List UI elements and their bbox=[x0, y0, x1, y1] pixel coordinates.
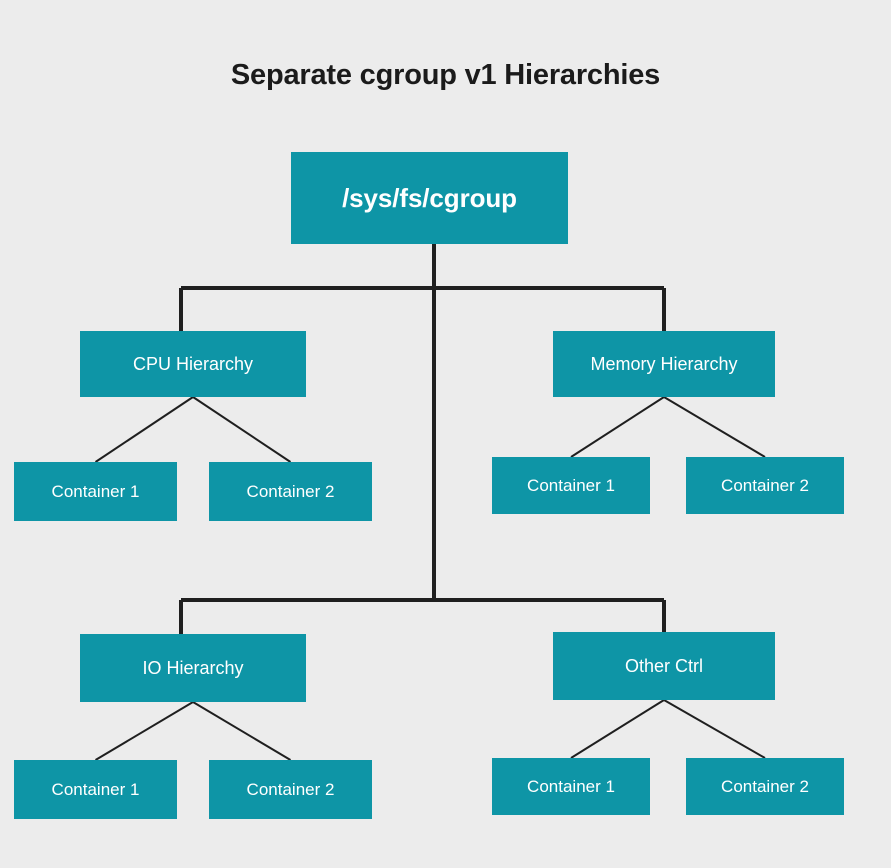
child-edge-io-2 bbox=[192, 701, 292, 761]
child-edge-other-2 bbox=[663, 699, 766, 759]
child-edge-cpu-1 bbox=[94, 396, 194, 463]
node-label: Container 2 bbox=[246, 481, 335, 501]
node-leaf-other-container-1[interactable]: Container 1 bbox=[492, 758, 650, 815]
node-label: Container 1 bbox=[527, 475, 615, 495]
node-label: /sys/fs/cgroup bbox=[342, 182, 517, 213]
node-branch-memory-hierarchy[interactable]: Memory Hierarchy bbox=[553, 331, 775, 397]
node-leaf-cpu-container-2[interactable]: Container 2 bbox=[209, 462, 372, 521]
node-branch-other-ctrl[interactable]: Other Ctrl bbox=[553, 632, 775, 700]
node-label: Other Ctrl bbox=[624, 655, 703, 676]
node-label: Container 1 bbox=[527, 776, 615, 796]
node-label: Container 1 bbox=[51, 481, 140, 501]
node-leaf-cpu-container-1[interactable]: Container 1 bbox=[14, 462, 177, 521]
node-branch-io-hierarchy[interactable]: IO Hierarchy bbox=[80, 634, 306, 702]
child-edge-memory-2 bbox=[663, 396, 766, 458]
node-label: Container 1 bbox=[51, 779, 140, 799]
node-label: Container 2 bbox=[246, 779, 335, 799]
node-label: CPU Hierarchy bbox=[132, 353, 254, 374]
node-leaf-memory-container-1[interactable]: Container 1 bbox=[492, 457, 650, 514]
node-branch-cpu-hierarchy[interactable]: CPU Hierarchy bbox=[80, 331, 306, 397]
child-edge-memory-1 bbox=[570, 396, 665, 458]
child-edge-other-1 bbox=[570, 699, 665, 759]
child-edge-io-1 bbox=[94, 701, 194, 761]
node-root-sys-fs-cgroup[interactable]: /sys/fs/cgroup bbox=[291, 152, 568, 244]
node-label: Container 2 bbox=[721, 776, 809, 796]
node-leaf-io-container-1[interactable]: Container 1 bbox=[14, 760, 177, 819]
node-label: IO Hierarchy bbox=[142, 657, 244, 678]
child-edge-cpu-2 bbox=[192, 396, 292, 463]
node-leaf-other-container-2[interactable]: Container 2 bbox=[686, 758, 844, 815]
node-label: Container 2 bbox=[721, 475, 809, 495]
node-label: Memory Hierarchy bbox=[590, 353, 738, 374]
page-title: Separate cgroup v1 Hierarchies bbox=[230, 59, 661, 91]
node-leaf-io-container-2[interactable]: Container 2 bbox=[209, 760, 372, 819]
node-leaf-memory-container-2[interactable]: Container 2 bbox=[686, 457, 844, 514]
